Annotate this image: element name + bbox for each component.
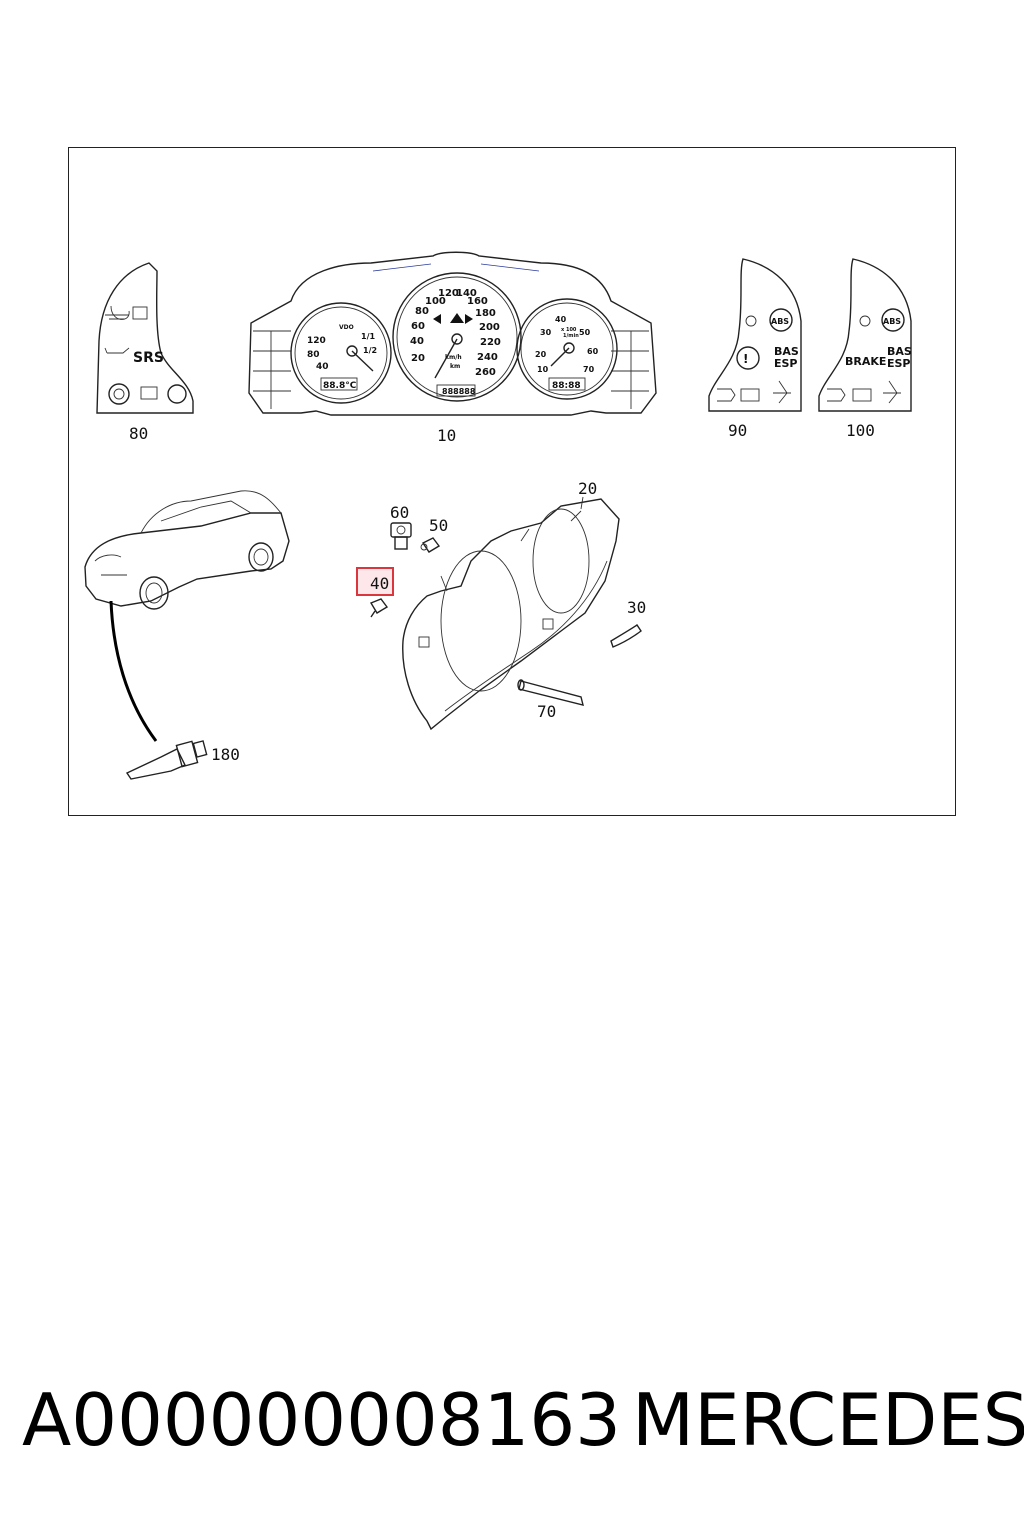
part-60-bulb-socket <box>390 522 412 550</box>
engine-icon <box>140 386 158 400</box>
svg-text:BAS: BAS <box>887 345 912 358</box>
part-40-bulb <box>369 598 389 618</box>
diagram-frame: SRS 80 VDO 120 80 40 1/1 1/2 88.8°C 20 4… <box>68 147 956 816</box>
svg-text:10: 10 <box>537 365 549 374</box>
svg-text:BAS: BAS <box>774 345 799 358</box>
label-90: 90 <box>728 421 747 440</box>
light-icon <box>745 315 757 327</box>
part-70-pin <box>517 679 584 706</box>
sensor-180 <box>125 740 208 780</box>
svg-text:100: 100 <box>425 296 446 307</box>
svg-text:30: 30 <box>540 328 552 337</box>
svg-text:40: 40 <box>316 362 329 372</box>
svg-text:80: 80 <box>307 350 320 360</box>
battery-icon <box>740 388 760 402</box>
part-20-housing <box>402 498 620 731</box>
turn-right-icon <box>465 314 473 324</box>
front-wheel <box>139 576 169 610</box>
svg-text:20: 20 <box>411 353 425 364</box>
car-illustration <box>84 490 290 610</box>
label-30: 30 <box>627 598 646 617</box>
svg-text:1/1: 1/1 <box>361 332 375 341</box>
svg-text:ESP: ESP <box>774 357 798 370</box>
svg-text:BRAKE: BRAKE <box>845 355 886 368</box>
label-100: 100 <box>846 421 875 440</box>
svg-text:ABS: ABS <box>883 317 901 326</box>
headlight-icon <box>827 388 846 402</box>
part-30-clip <box>610 624 642 648</box>
warning-panel-80: SRS <box>96 262 194 414</box>
svg-text:160: 160 <box>467 296 488 307</box>
label-80: 80 <box>129 424 148 443</box>
abs-icon <box>881 308 905 332</box>
label-10: 10 <box>437 426 456 445</box>
svg-text:180: 180 <box>475 308 496 319</box>
svg-text:40: 40 <box>555 315 567 324</box>
svg-text:VDO: VDO <box>339 324 354 331</box>
svg-text:1/min: 1/min <box>563 333 579 339</box>
svg-text:ABS: ABS <box>771 317 789 326</box>
svg-text:140: 140 <box>456 288 477 299</box>
svg-text:260: 260 <box>475 367 496 378</box>
sensor-lead-line <box>109 600 158 742</box>
svg-text:70: 70 <box>583 365 595 374</box>
washer-icon <box>110 305 130 320</box>
svg-text:888888: 888888 <box>442 387 476 396</box>
headlight-icon <box>717 388 736 402</box>
brake-warning-icon <box>736 346 760 370</box>
instrument-cluster: VDO 120 80 40 1/1 1/2 88.8°C 20 40 60 80… <box>248 251 657 416</box>
svg-text:20: 20 <box>535 350 547 359</box>
brake-icon <box>108 383 130 405</box>
label-20: 20 <box>578 479 597 498</box>
svg-text:ESP: ESP <box>887 357 911 370</box>
turn-left-icon <box>433 314 441 324</box>
srs-label: SRS <box>133 350 164 366</box>
battery-icon <box>852 388 872 402</box>
svg-text:80: 80 <box>415 306 429 317</box>
warning-panel-100: ABS BRAKE BAS ESP <box>818 258 912 412</box>
label-60: 60 <box>390 503 409 522</box>
highlight-box <box>356 567 394 596</box>
oil-icon <box>104 347 130 354</box>
svg-text:km: km <box>450 363 460 370</box>
brand-name: MERCEDES <box>632 1378 1024 1462</box>
svg-text:1/2: 1/2 <box>363 346 377 355</box>
parts-diagram: SRS 80 VDO 120 80 40 1/1 1/2 88.8°C 20 4… <box>84 251 912 780</box>
steering-icon <box>167 384 187 404</box>
seatbelt-icon <box>773 380 791 404</box>
warning-triangle-icon <box>450 313 464 323</box>
warning-panel-90: ABS ! BAS ESP <box>708 258 802 412</box>
rear-wheel <box>248 542 274 572</box>
svg-text:60: 60 <box>587 347 599 356</box>
svg-text:120: 120 <box>438 288 459 299</box>
label-40: 40 <box>370 574 389 593</box>
svg-text:88:88: 88:88 <box>552 381 581 391</box>
abs-icon <box>769 308 793 332</box>
svg-text:x 100: x 100 <box>561 327 577 333</box>
svg-text:220: 220 <box>480 337 501 348</box>
svg-text:120: 120 <box>307 336 326 346</box>
svg-text:50: 50 <box>579 328 591 337</box>
svg-text:88.8°C: 88.8°C <box>323 381 357 391</box>
svg-text:40: 40 <box>410 336 424 347</box>
seatbelt-icon <box>883 380 901 404</box>
part-50-bulb <box>420 537 441 553</box>
light-icon <box>859 315 871 327</box>
svg-text:60: 60 <box>411 321 425 332</box>
label-70: 70 <box>537 702 556 721</box>
svg-text:km/h: km/h <box>445 354 462 361</box>
label-180: 180 <box>211 745 240 764</box>
svg-text:240: 240 <box>477 352 498 363</box>
label-50: 50 <box>429 516 448 535</box>
part-number: A000000008163 <box>22 1378 621 1462</box>
svg-text:200: 200 <box>479 322 500 333</box>
svg-text:!: ! <box>743 352 748 366</box>
